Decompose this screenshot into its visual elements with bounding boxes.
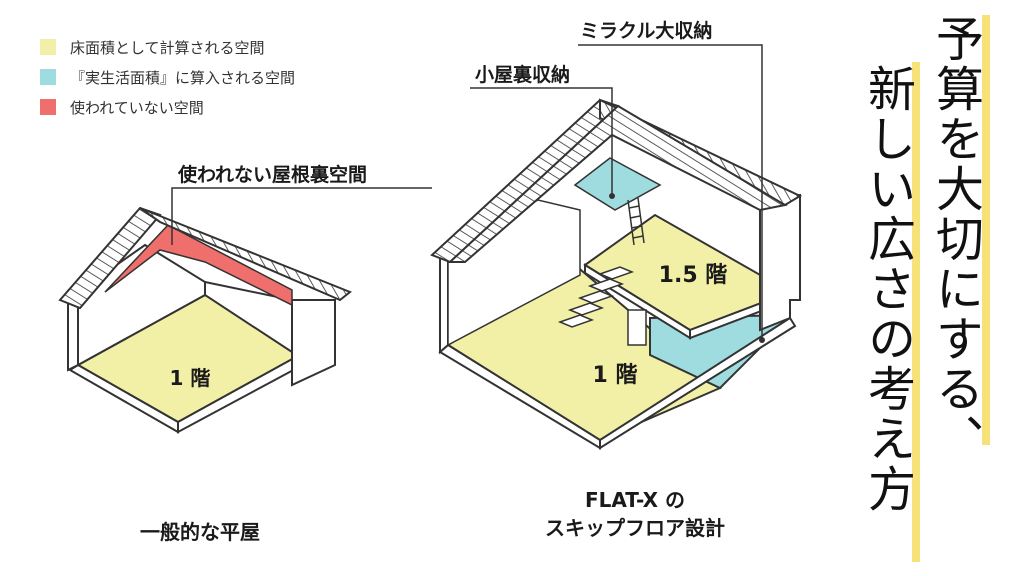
headline-highlight-line1 [982, 15, 990, 445]
legend: 床面積として計算される空間 『実生活面積』に算入される空間 使われていない空間 [40, 32, 295, 122]
right-house: 1.5 階 1 階 [430, 44, 803, 450]
left-house-front-wall [291, 299, 336, 387]
right-house-caption-line2: スキップフロア設計 [545, 516, 725, 540]
right-house-roof-top [447, 104, 788, 263]
attic-storage-callout-line [470, 87, 613, 196]
legend-text-unused: 使われていない空間 [70, 98, 204, 117]
miracle-storage-callout-dot [759, 337, 765, 343]
right-house-mid-floor-label: 1.5 階 [659, 263, 728, 288]
left-house-caption-text: 一般的な平屋 [140, 520, 260, 544]
left-house-caption: 一般的な平屋 [100, 518, 300, 546]
right-house-base-right [599, 316, 797, 450]
legend-item-living-area: 『実生活面積』に算入される空間 [40, 62, 295, 92]
right-house-floor-label: 1 階 [593, 363, 638, 388]
right-house-attic-storage [573, 157, 662, 211]
left-callout-line [171, 187, 432, 245]
headline-highlight-line2 [912, 62, 920, 562]
right-house-caption-line1: FLAT-X の [584, 488, 686, 512]
left-house: 1 階 [58, 187, 432, 434]
miracle-storage-callout-line [578, 44, 763, 340]
legend-item-floor-area: 床面積として計算される空間 [40, 32, 295, 62]
right-house-left-wall [439, 248, 449, 355]
right-house-right-wall [759, 193, 801, 332]
legend-swatch-cyan [40, 69, 56, 85]
unused-attic-label: 使われない屋根裏空間 [178, 164, 368, 186]
legend-text-living-area: 『実生活面積』に算入される空間 [70, 68, 296, 87]
left-house-floor-label: 1 階 [170, 366, 211, 390]
right-house-ladder [627, 197, 645, 246]
legend-item-unused: 使われていない空間 [40, 92, 295, 122]
miracle-storage-label: ミラクル大収納 [580, 20, 713, 42]
legend-swatch-yellow [40, 39, 56, 55]
right-house-door [627, 309, 647, 346]
attic-storage-label: 小屋裏収納 [475, 64, 571, 86]
right-house-caption: FLAT-X の スキップフロア設計 [520, 486, 750, 542]
headline-line1: 予算を大切にする、 [927, 14, 983, 464]
right-house-stairs [557, 266, 635, 328]
attic-storage-callout-dot [609, 193, 615, 199]
left-house-roof-right [139, 207, 352, 302]
legend-text-floor-area: 床面積として計算される空間 [70, 38, 265, 57]
legend-swatch-red [40, 99, 56, 115]
headline-line2: 新しい広さの考え方 [859, 64, 915, 514]
